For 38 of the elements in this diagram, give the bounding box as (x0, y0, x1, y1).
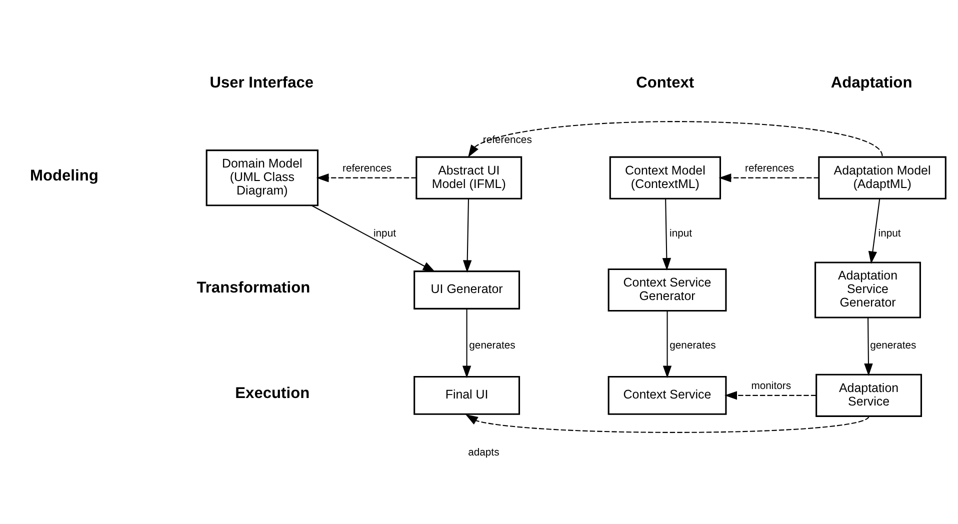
node-box: Abstract UI Model (IFML) (416, 156, 522, 199)
arrow (662, 198, 672, 270)
node-box: Adaptation Model (AdaptML) (818, 156, 946, 199)
arrow (468, 120, 883, 157)
label: Transformation (196, 279, 310, 296)
arrow (662, 310, 672, 378)
edge-label: input (373, 228, 396, 240)
arrow (316, 172, 416, 182)
node-box: Context Model (ContextML) (609, 156, 722, 199)
arrow (462, 308, 472, 378)
label: Context (636, 74, 694, 91)
node-box: Adaptation Service (816, 373, 922, 416)
edge-label: references (342, 163, 392, 174)
arrow (868, 198, 880, 264)
arrow (465, 414, 870, 432)
arrow (724, 390, 816, 400)
node-box: Context Service Generator (608, 268, 727, 312)
node-box: Final UI (414, 375, 520, 414)
arrow (718, 172, 819, 182)
edge-label: monitors (751, 380, 792, 392)
arrow (462, 198, 472, 272)
node-box: Context Service (608, 375, 727, 414)
edge-label: generates (670, 340, 716, 352)
edge-label: input (878, 228, 901, 240)
label: Execution (235, 384, 310, 402)
edge-label: input (670, 228, 692, 240)
label: Adaptation (830, 74, 912, 91)
edge-label: generates (870, 340, 916, 352)
edge-label: generates (469, 340, 516, 352)
arrow (311, 204, 436, 272)
label: User Interface (210, 74, 314, 91)
node-box: Domain Model (UML Class Diagram) (206, 149, 319, 206)
edge-label: adapts (468, 447, 500, 458)
label: Modeling (30, 166, 98, 184)
edge-label: references (745, 163, 794, 174)
node-box: Adaptation Service Generator (814, 261, 921, 318)
node-box: UI Generator (414, 270, 520, 309)
arrow (864, 317, 873, 376)
